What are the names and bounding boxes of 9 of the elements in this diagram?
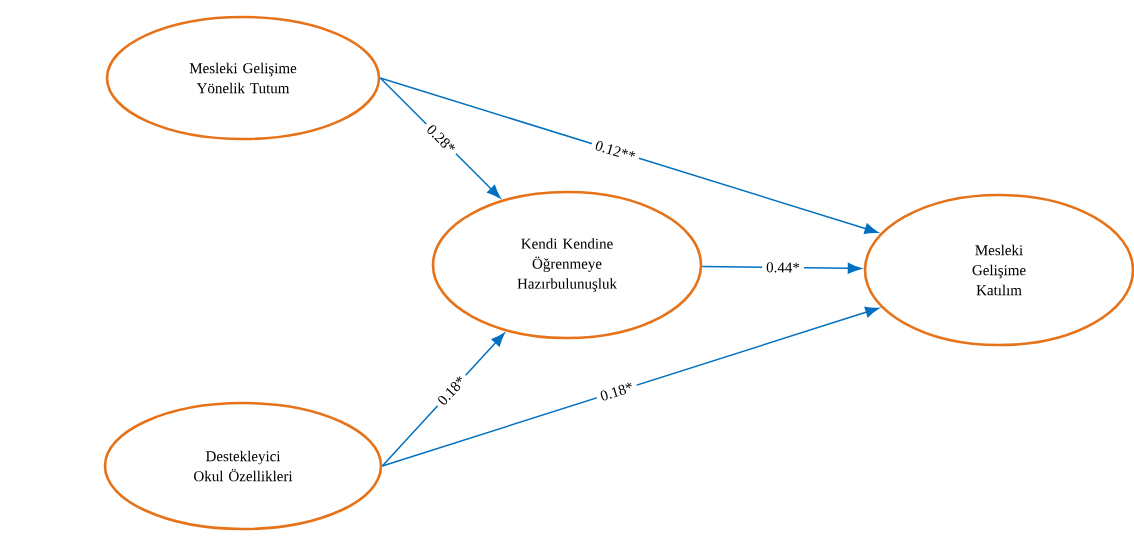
arrow [381, 306, 879, 467]
edge-label: 0.18* [594, 376, 640, 407]
ellipse-node: Kendi Kendine Öğrenmeye Hazırbulunuşluk [431, 190, 703, 340]
ellipse-node: Destekleyici Okul Özellikleri [103, 401, 383, 531]
arrow [379, 77, 879, 234]
edge-label: 0.44* [762, 258, 804, 277]
edge-label: 0.28* [419, 117, 463, 161]
edge-label: 0.12** [589, 134, 642, 167]
ellipse-node: Mesleki Gelişime Yönelik Tutum [105, 15, 381, 141]
